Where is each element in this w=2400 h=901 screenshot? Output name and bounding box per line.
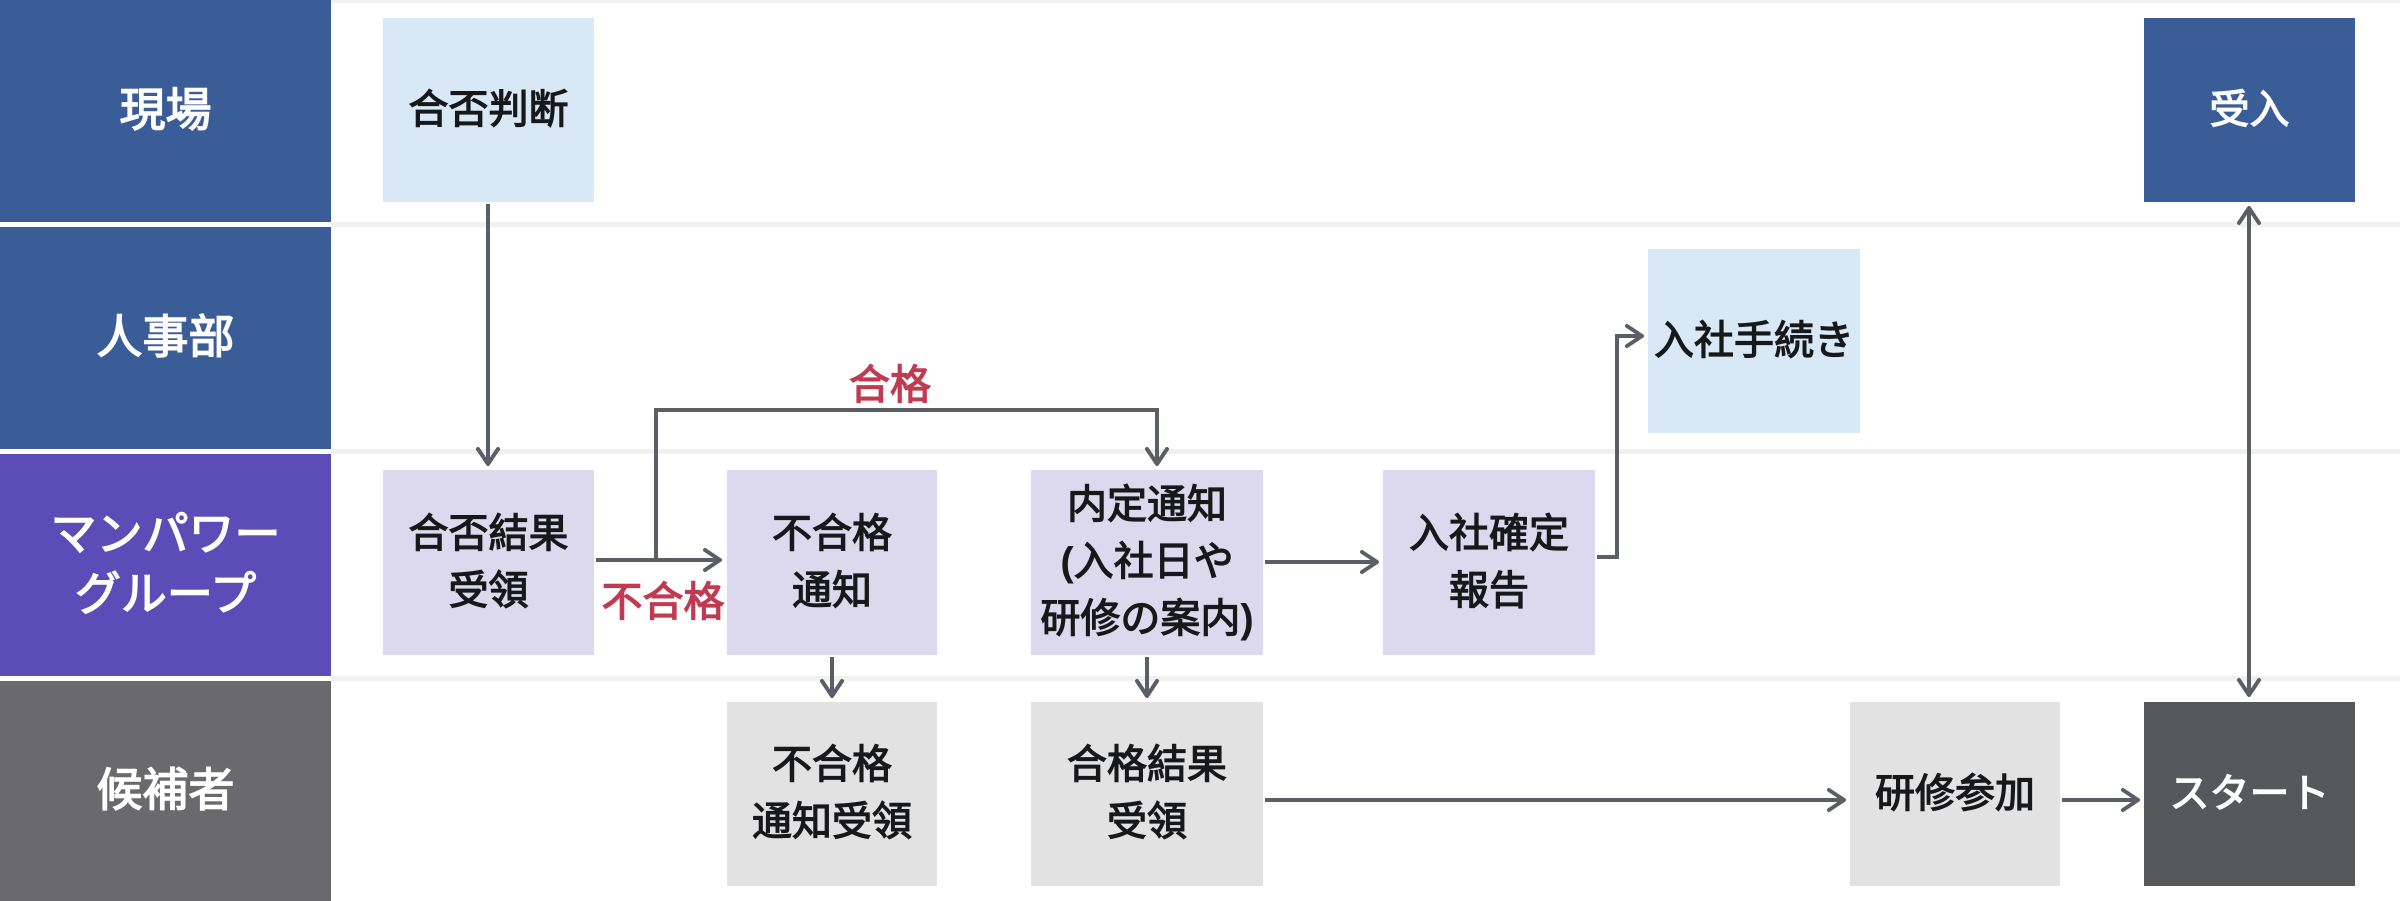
lane-label-jinjibu: 人事部 — [0, 227, 331, 449]
top-border-line — [0, 0, 2400, 3]
edge-label-pass: 合格 — [849, 362, 931, 408]
flow-node-gohi-kekka-juryo: 合否結果 受領 — [383, 470, 594, 655]
flow-node-ukeire: 受入 — [2144, 18, 2355, 202]
lane-separator — [331, 222, 2400, 227]
flow-node-nyusha-kakutei-hokoku: 入社確定 報告 — [1383, 470, 1595, 655]
lane-label-genba: 現場 — [0, 0, 331, 222]
lane-label-manpower-group: マンパワー グループ — [0, 454, 331, 676]
lane-label-kohosha: 候補者 — [0, 681, 331, 901]
flow-node-nyusha-tetsuzuki: 入社手続き — [1648, 249, 1860, 433]
edge-label-fail: 不合格 — [601, 579, 725, 625]
flow-node-gohi-handan: 合否判断 — [383, 18, 594, 202]
flow-node-naitei-tsuchi: 内定通知 (入社日や 研修の案内) — [1031, 470, 1263, 655]
lane-separator — [331, 449, 2400, 454]
lane-separator — [331, 676, 2400, 681]
flow-node-kenshu-sanka: 研修参加 — [1850, 702, 2060, 886]
flow-node-fugokaku-tsuchi-juryo: 不合格 通知受領 — [727, 702, 937, 886]
flow-node-gokaku-kekka-juryo: 合格結果 受領 — [1031, 702, 1263, 886]
arrow-report-to-procedure — [1597, 324, 1644, 559]
flow-node-start: スタート — [2144, 702, 2355, 886]
